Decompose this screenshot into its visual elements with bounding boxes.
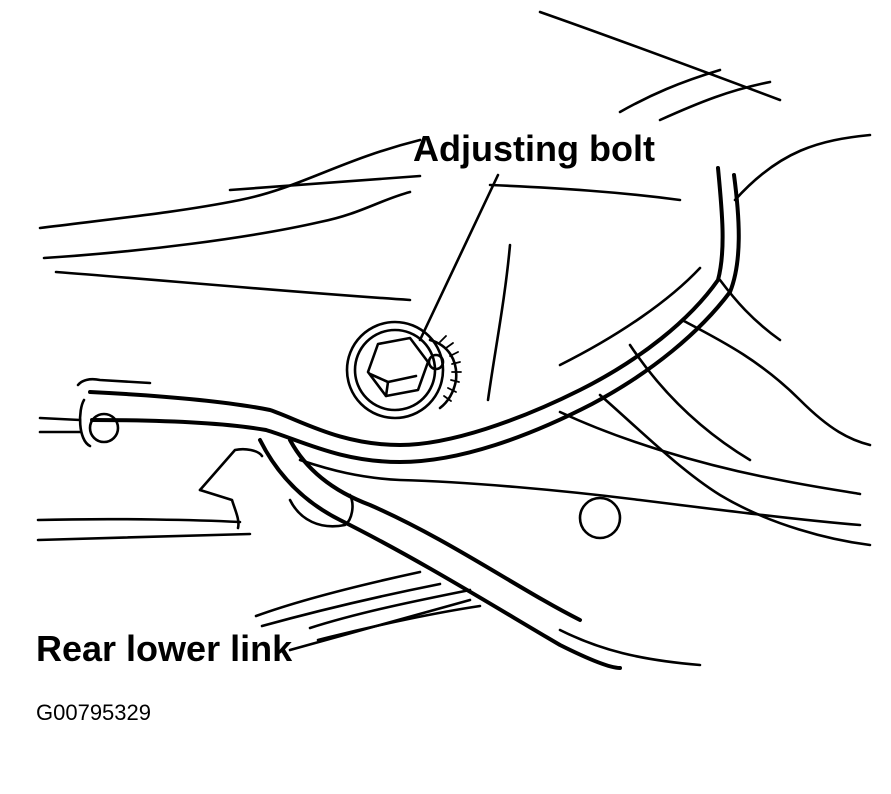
pivot-bushing bbox=[38, 398, 120, 448]
rear-lower-link-drawing bbox=[36, 410, 862, 670]
arm-bracket bbox=[76, 166, 741, 464]
crossmember-lines bbox=[254, 278, 872, 667]
adjusting-bolt-drawing bbox=[345, 320, 462, 420]
body-panel-lines bbox=[38, 10, 872, 402]
figure-id: G00795329 bbox=[36, 700, 151, 725]
adjusting-bolt-label: Adjusting bolt bbox=[413, 128, 655, 169]
leader-lines bbox=[288, 173, 500, 652]
rear-lower-link-label: Rear lower link bbox=[36, 628, 293, 669]
adjustment-scale-ticks bbox=[439, 335, 462, 402]
